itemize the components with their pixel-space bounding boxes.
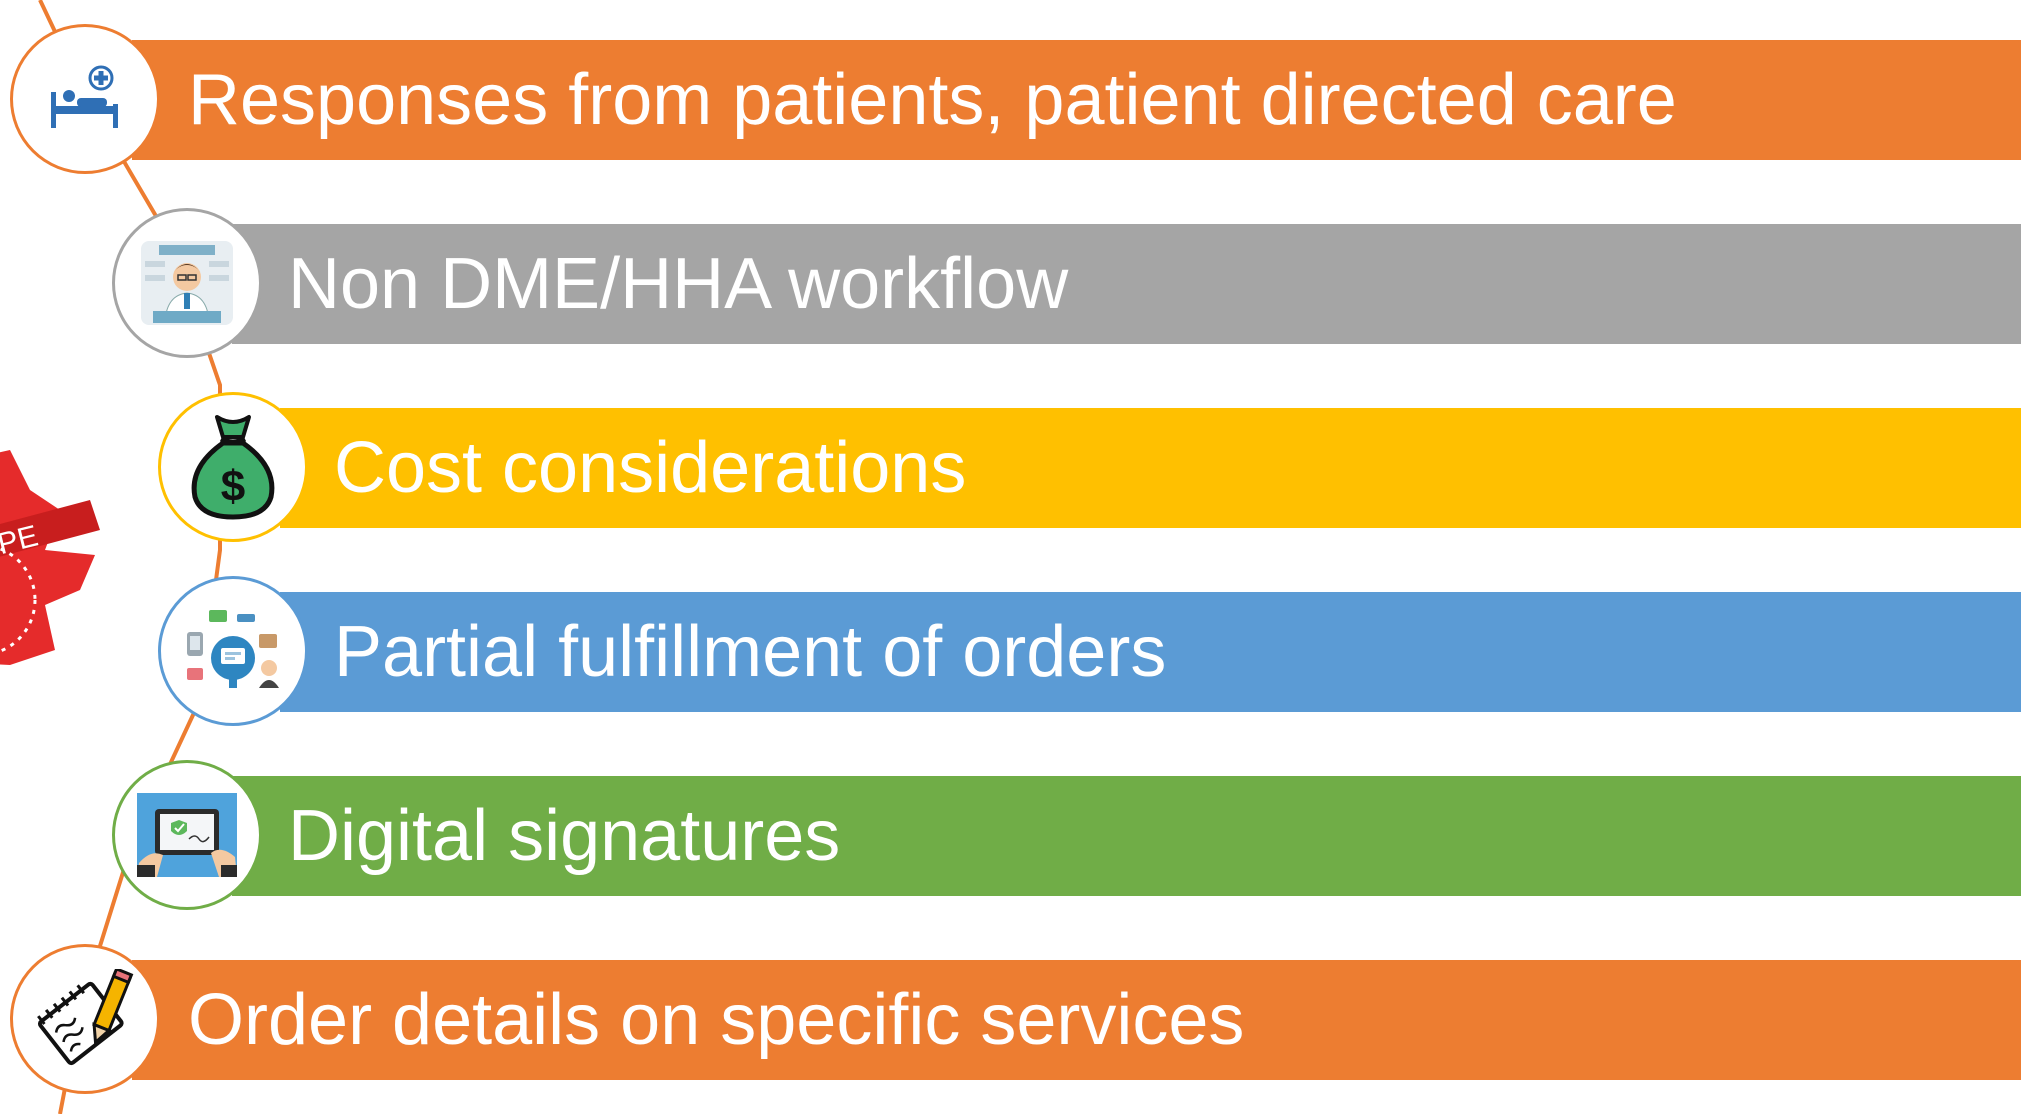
item-bar-6: Order details on specific services: [132, 960, 2021, 1080]
notepad-pencil-icon: [37, 969, 134, 1066]
item-node-5: [112, 760, 262, 910]
tablet-signature-icon: [137, 793, 237, 877]
item-bar-2: Non DME/HHA workflow: [232, 224, 2021, 344]
svg-text:$: $: [221, 462, 245, 511]
item-node-2: [112, 208, 262, 358]
item-label-5: Digital signatures: [288, 796, 841, 876]
money-bag-icon: $: [191, 415, 275, 520]
item-bar-1: Responses from patients, patient directe…: [132, 40, 2021, 160]
item-node-6: [10, 944, 160, 1094]
order-network-icon: [187, 610, 279, 688]
item-label-2: Non DME/HHA workflow: [288, 244, 1069, 324]
seal-badge: PE: [0, 430, 110, 690]
item-bar-3: Cost considerations: [280, 408, 2021, 528]
item-label-4: Partial fulfillment of orders: [334, 612, 1167, 692]
hospital-bed-icon: [51, 65, 118, 128]
pharmacist-icon: [141, 241, 233, 325]
item-node-4: [158, 576, 308, 726]
item-label-6: Order details on specific services: [188, 980, 1245, 1060]
item-bar-5: Digital signatures: [232, 776, 2021, 896]
item-node-1: [10, 24, 160, 174]
item-label-1: Responses from patients, patient directe…: [188, 60, 1677, 140]
item-label-3: Cost considerations: [334, 428, 967, 508]
item-bar-4: Partial fulfillment of orders: [280, 592, 2021, 712]
item-node-3: $: [158, 392, 308, 542]
